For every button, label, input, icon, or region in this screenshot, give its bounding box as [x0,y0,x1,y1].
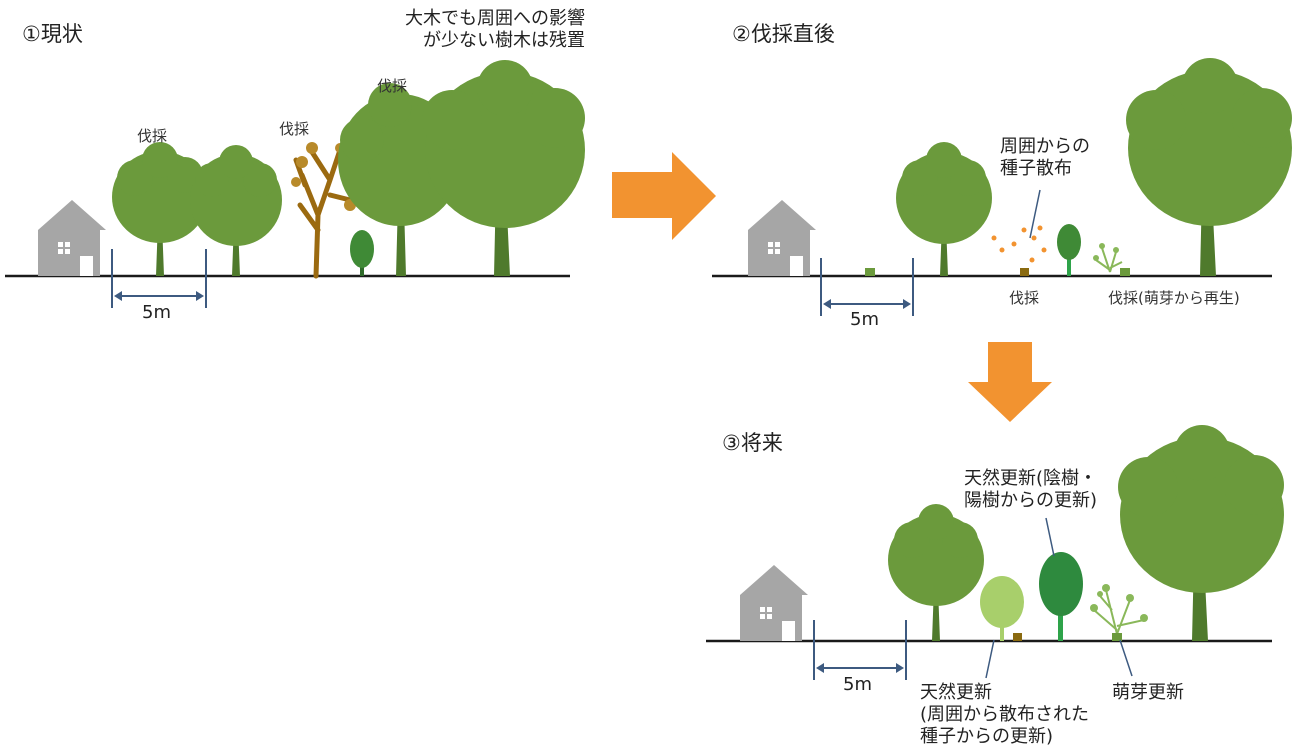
panel-future-title: ③将来 [722,431,783,455]
house-icon [38,200,106,276]
cut-label: 伐採 [137,127,168,145]
young-tree [1057,224,1081,276]
panel-current-title: ①現状 [22,22,83,46]
large-retained-tree [1126,58,1292,276]
sprout-label: 伐採(萌芽から再生) [1108,289,1240,307]
distance-marker [820,258,914,316]
stump [1013,633,1022,641]
leader-line [1029,189,1041,239]
seed-regeneration-note: 天然更新 (周囲から散布された 種子からの更新) [920,682,1090,747]
panel-after-cut-title: ②伐採直後 [732,22,835,46]
leader-line [985,639,995,679]
stump [1120,268,1130,276]
house-icon [740,565,808,641]
stump [865,268,875,276]
seed-dispersal [991,225,1047,263]
stump [1020,268,1029,276]
large-retained-tree [1118,425,1284,641]
sprout [1093,243,1123,273]
shade-regeneration-note: 天然更新(陰樹・ 陽樹からの更新) [964,468,1098,511]
cut-label: 伐採 [377,77,408,95]
retained-tree-note: 大木でも周囲への影響 が少ない樹木は残置 [405,8,585,51]
tree-to-cut [190,145,282,276]
young-bright-tree [1039,552,1083,641]
leader-line [1045,517,1055,557]
arrow-right-icon [612,152,716,240]
panel-after-cut [712,58,1292,316]
large-retained-tree [422,60,585,276]
cut-label: 伐採 [279,120,310,138]
tree [888,504,984,641]
house-icon [748,200,816,276]
stump [1112,633,1122,641]
distance-marker [111,249,207,308]
tree [896,142,992,276]
distance-label: 5m [850,309,879,330]
sprout-regeneration-note: 萌芽更新 [1112,682,1184,703]
distance-label: 5m [843,674,872,695]
small-tree [350,230,374,276]
panel-current [5,60,585,308]
panel-future [706,425,1284,680]
stump-label: 伐採 [1009,289,1040,307]
seed-dispersal-note: 周囲からの 種子散布 [1000,136,1090,179]
leader-line [1119,639,1133,677]
distance-marker [813,620,907,680]
sprout-regrowth [1090,584,1148,635]
arrow-down-icon [968,342,1052,422]
distance-label: 5m [142,302,171,323]
young-light-tree [980,576,1024,641]
